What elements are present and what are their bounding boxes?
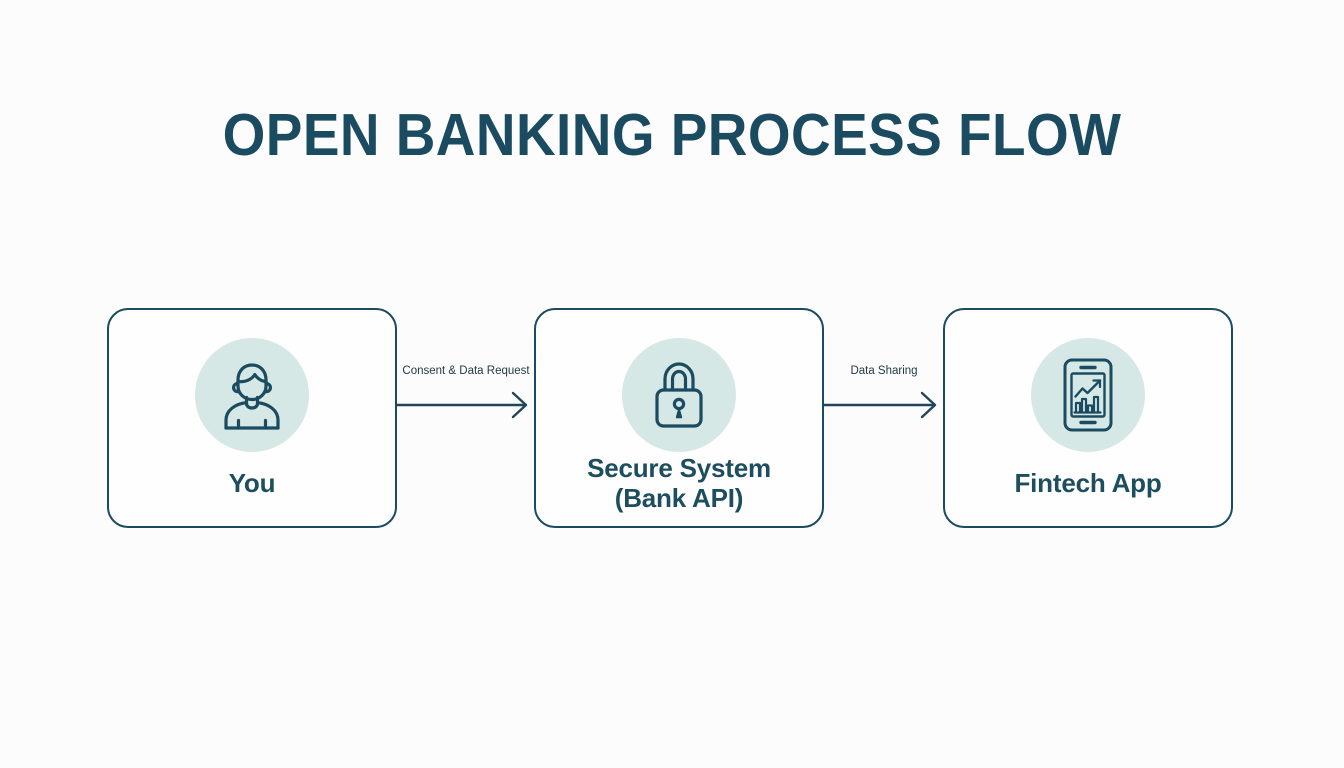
connector-consent-data-request: Consent & Data Request xyxy=(396,364,536,428)
connector-label-data-sharing: Data Sharing xyxy=(850,365,918,377)
lock-icon xyxy=(651,359,707,431)
process-flow-row: You Consent & Data Request xyxy=(0,308,1344,530)
flow-node-label-you: You xyxy=(228,468,276,498)
flow-node-label-secure-system: Secure System (Bank API) xyxy=(536,453,822,513)
person-icon xyxy=(221,360,283,430)
connector-label-consent-data-request: Consent & Data Request xyxy=(402,365,530,377)
arrow-right-icon xyxy=(823,388,945,422)
mobile-chart-icon-circle xyxy=(1031,338,1145,452)
page-title: OPEN BANKING PROCESS FLOW xyxy=(222,102,1122,168)
lock-icon-circle xyxy=(622,338,736,452)
flow-node-secure-system[interactable]: Secure System (Bank API) xyxy=(534,308,824,528)
flow-node-label-secure-system-line2: (Bank API) xyxy=(614,483,744,513)
flow-node-you[interactable]: You xyxy=(107,308,397,528)
arrow-right-icon xyxy=(396,388,536,422)
flow-node-label-fintech-app: Fintech App xyxy=(1014,468,1162,498)
flow-node-label-secure-system-line1: Secure System xyxy=(587,453,771,483)
mobile-chart-icon xyxy=(1062,357,1114,433)
person-icon-circle xyxy=(195,338,309,452)
connector-data-sharing: Data Sharing xyxy=(823,364,945,428)
flow-node-fintech-app[interactable]: Fintech App xyxy=(943,308,1233,528)
